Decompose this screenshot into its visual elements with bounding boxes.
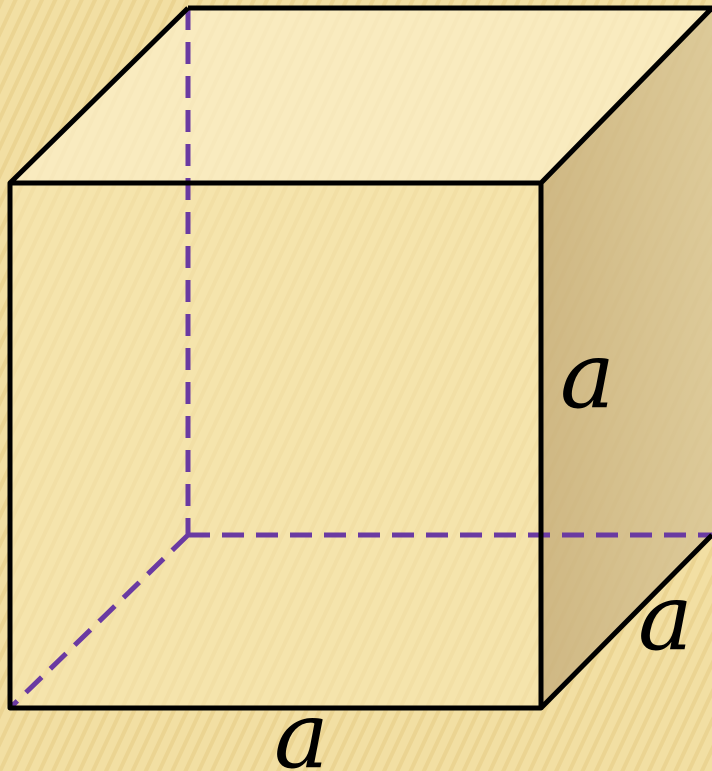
top-left-edge — [8, 6, 190, 185]
hidden-edges — [8, 8, 712, 710]
edge-label-height: a — [560, 322, 615, 429]
cube-front-face — [10, 183, 541, 708]
bottom-right-edge — [539, 533, 712, 710]
edge-label-depth: a — [638, 564, 693, 671]
top-right-edge — [539, 6, 712, 185]
hidden-edge-diagonal — [8, 533, 190, 710]
edge-label-width: a — [274, 682, 329, 771]
visible-edges — [7, 5, 712, 711]
